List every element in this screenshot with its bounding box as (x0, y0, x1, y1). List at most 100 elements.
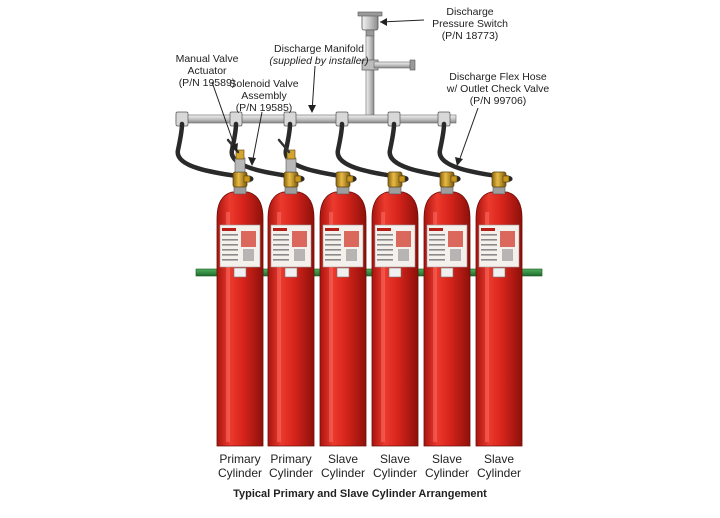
manual-actuator (235, 149, 245, 160)
flex-hoses (175, 121, 513, 183)
manual-actuator (286, 149, 296, 160)
flex-hose-label-part: (P/N 99706) (469, 95, 527, 107)
sticker-graphic (292, 231, 307, 247)
cylinder-1 (216, 138, 264, 447)
sticker-graphic-2 (398, 249, 409, 261)
riser-tee (361, 59, 416, 71)
sticker-text-line (429, 239, 445, 241)
sticker-text-line (377, 244, 393, 246)
pressure-switch-label-line2: Pressure Switch (432, 18, 508, 30)
leader-solenoid-valve (251, 111, 263, 165)
sticker-graphic-2 (450, 249, 461, 261)
sticker-header (429, 228, 443, 231)
leader-pressure-switch (379, 19, 425, 23)
solenoid-valve (234, 157, 246, 173)
manual-valve-label: Manual Valve Actuator (P/N 19589) (166, 53, 248, 89)
bracket-strap (233, 267, 247, 278)
sticker-text-line (481, 254, 497, 256)
discharge-manifold (175, 114, 457, 124)
cylinder-highlight (381, 212, 385, 442)
bracket-strap (492, 267, 506, 278)
sticker-text-line (325, 249, 341, 251)
cylinder-label-type: Slave (327, 452, 359, 466)
sticker-text-line (222, 249, 238, 251)
manifold-label: Discharge Manifold (supplied by installe… (258, 43, 380, 67)
sticker-header (481, 228, 495, 231)
pressure-switch (357, 11, 383, 37)
cylinder-label-word: Cylinder (217, 466, 262, 480)
manual-valve-label-line2: Actuator (187, 65, 227, 77)
sticker-text-line (273, 244, 289, 246)
cylinder-highlight (433, 212, 437, 442)
sticker-text-line (325, 254, 341, 256)
pressure-switch-label-part: (P/N 18773) (441, 30, 499, 42)
cylinder-label-type: Primary (219, 452, 261, 466)
cylinders (216, 138, 523, 447)
sticker-text-line (222, 259, 238, 261)
valve-outlet (502, 175, 510, 183)
sticker-text-line (429, 244, 445, 246)
sticker-header (377, 228, 391, 231)
sticker-graphic-2 (346, 249, 357, 261)
flex-hose-label-line1: Discharge Flex Hose (449, 71, 547, 83)
sticker-text-line (429, 254, 445, 256)
flex-hose-6 (437, 121, 513, 183)
sticker-graphic-2 (502, 249, 513, 261)
valve-outlet (450, 175, 458, 183)
sticker-text-line (481, 234, 497, 236)
flex-hose-label-line2: w/ Outlet Check Valve (446, 83, 550, 95)
solenoid-valve-label-part: (P/N 19585) (235, 102, 293, 114)
sticker-text-line (429, 234, 445, 236)
sticker-graphic (500, 231, 515, 247)
cylinder-highlight (485, 212, 489, 442)
sticker-header (325, 228, 339, 231)
sticker-graphic (396, 231, 411, 247)
sticker-text-line (273, 254, 289, 256)
sticker-text-line (325, 244, 341, 246)
cylinder-label-word: Cylinder (372, 466, 417, 480)
arrow-solenoid-valve (248, 157, 256, 166)
sticker-text-line (273, 234, 289, 236)
sticker-text-line (377, 239, 393, 241)
cylinder-highlight (226, 212, 230, 442)
sticker-text-line (429, 249, 445, 251)
sticker-graphic (241, 231, 256, 247)
manual-valve-label-part: (P/N 19589) (178, 77, 236, 89)
cylinder-highlight (277, 212, 281, 442)
sticker-text-line (222, 234, 238, 236)
bracket-straps (233, 267, 506, 278)
arrow-flex-hose (455, 157, 463, 166)
bracket-strap (440, 267, 454, 278)
arrow-pressure-switch (380, 18, 387, 26)
leader-lines (211, 19, 479, 165)
sticker-text-line (481, 244, 497, 246)
sticker-graphic (448, 231, 463, 247)
cylinder-2 (267, 138, 315, 447)
arrow-manual-valve (230, 143, 238, 152)
flex-hose-5 (387, 121, 461, 183)
cylinder-label-type: Slave (379, 452, 411, 466)
manifold-label-line2: (supplied by installer) (269, 55, 369, 67)
arrow-manifold (308, 105, 316, 113)
sticker-text-line (377, 259, 393, 261)
sticker-text-line (377, 254, 393, 256)
pressure-switch-label: Discharge Pressure Switch (P/N 18773) (420, 6, 520, 42)
sticker-text-line (377, 234, 393, 236)
valve-outlet (398, 175, 406, 183)
cylinder-label-word: Cylinder (320, 466, 365, 480)
cylinder-4 (371, 171, 419, 447)
valve-outlet (346, 175, 354, 183)
bracket-strap (284, 267, 298, 278)
leader-arrowheads (230, 18, 463, 166)
sticker-text-line (273, 259, 289, 261)
cylinder-label-type: Slave (431, 452, 463, 466)
solenoid-valve-label: Solenoid Valve Assembly (P/N 19585) (224, 78, 304, 114)
sticker-text-line (273, 239, 289, 241)
mounting-bracket (195, 268, 543, 277)
cylinder-label-word: Cylinder (424, 466, 469, 480)
cylinder-6 (475, 171, 523, 447)
cylinder-highlight (329, 212, 333, 442)
